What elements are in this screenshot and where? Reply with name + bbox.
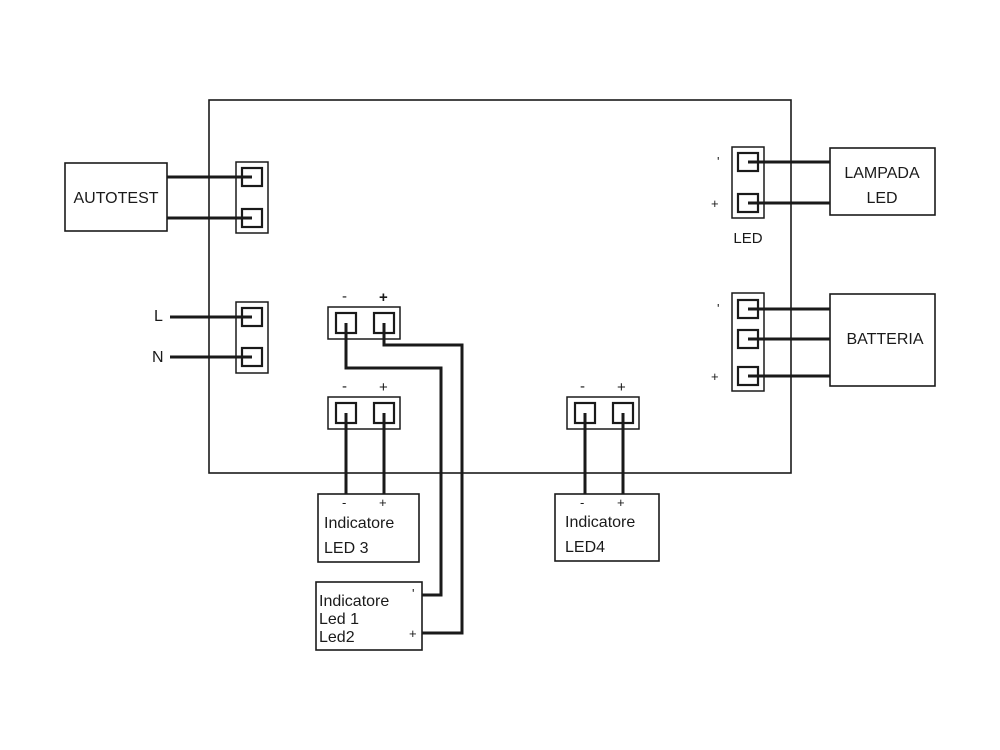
led3-label-line1: Indicatore (324, 515, 394, 532)
led12-box (315, 581, 423, 651)
battery-plus-label: + (711, 369, 719, 384)
led3-box-minus-label: - (342, 495, 346, 510)
led4-label-line1: Indicatore (565, 514, 635, 531)
autotest-group: AUTOTEST (64, 161, 269, 234)
led12-wire-minus (344, 323, 443, 597)
led4-group: - + - + Indicatore LED4 (554, 378, 660, 562)
batteria-box (829, 293, 936, 387)
lampada-led-group: ' + LED LAMPADA LED (711, 146, 936, 247)
led3-box (317, 493, 420, 563)
led4-box (554, 493, 660, 562)
led3-connector-plus-label: + (379, 379, 388, 396)
led12-box-minus-label: ' (412, 586, 414, 601)
led12-connector-group: - + (327, 288, 464, 635)
batteria-group: ' + BATTERIA (711, 292, 936, 392)
led12-wire-plus (382, 323, 464, 635)
autotest-box (64, 162, 168, 232)
led3-connector-minus-label: - (342, 378, 347, 395)
lampada-label-line1: LAMPADA (844, 165, 920, 182)
led12-connector-minus-label: - (342, 288, 347, 305)
batteria-label: BATTERIA (846, 331, 923, 348)
line-label: L (154, 308, 163, 325)
led4-connector-minus-label: - (580, 378, 585, 395)
neutral-label: N (152, 349, 164, 366)
led12-device-group: Indicatore Led 1 Led2 ' + (315, 581, 423, 651)
led12-box-plus-label: + (409, 626, 417, 641)
led12-label-line1: Indicatore (319, 593, 389, 610)
lampada-led-box (829, 147, 936, 216)
led-output-minus-label: ' (717, 154, 719, 169)
led3-label-line2: LED 3 (324, 540, 369, 557)
led12-label-line3: Led2 (319, 629, 355, 646)
led-output-connector-label: LED (733, 230, 762, 247)
autotest-label: AUTOTEST (73, 190, 158, 207)
lampada-label-line2: LED (866, 190, 897, 207)
led4-label-line2: LED4 (565, 539, 605, 556)
led3-group: - + - + Indicatore LED 3 (317, 378, 420, 563)
battery-minus-label: ' (717, 301, 719, 316)
led4-box-plus-label: + (617, 495, 625, 510)
led4-connector-plus-label: + (617, 379, 626, 396)
control-unit-box (208, 99, 792, 474)
led4-box-minus-label: - (580, 495, 584, 510)
led12-label-line2: Led 1 (319, 611, 359, 628)
mains-input-group: L N (152, 301, 269, 374)
led-output-plus-label: + (711, 196, 719, 211)
led3-box-plus-label: + (379, 495, 387, 510)
led12-connector-plus-label: + (379, 289, 388, 306)
